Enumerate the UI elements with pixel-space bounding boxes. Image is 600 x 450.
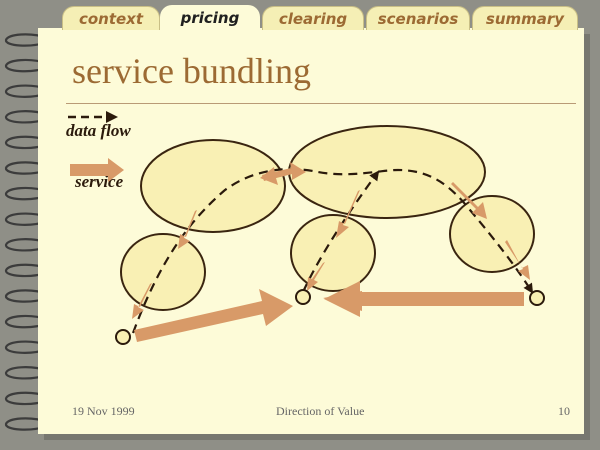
binding-ring [4, 314, 49, 329]
service-node-ellipse [449, 195, 535, 273]
binding-ring [4, 289, 49, 303]
tab-clearing[interactable]: clearing [262, 6, 364, 30]
endpoint-node [295, 289, 311, 305]
footer-date: 19 Nov 1999 [72, 404, 135, 418]
service-arrow [178, 210, 197, 249]
tab-scenarios[interactable]: scenarios [366, 6, 470, 30]
legend-data-flow-label: data flow [66, 121, 131, 140]
binding-ring [4, 33, 49, 47]
service-arrow [307, 262, 325, 291]
endpoint-node [529, 290, 545, 306]
data-flow-arrow [302, 170, 380, 293]
page-title: service bundling [72, 51, 311, 91]
legend-data-flow-arrow [68, 111, 118, 123]
service-node-ellipse [120, 233, 206, 311]
binding-ring [4, 391, 49, 406]
service-arrow [134, 289, 293, 342]
binding-ring [4, 417, 49, 431]
binding-ring [4, 238, 49, 252]
legend-service-arrow [70, 158, 124, 182]
endpoint-node [115, 329, 131, 345]
service-arrow [324, 281, 524, 317]
service-arrow [505, 240, 530, 280]
binding-ring [4, 84, 49, 98]
tab-pricing[interactable]: pricing [160, 5, 260, 31]
service-node-ellipse [290, 214, 376, 292]
service-arrow [451, 182, 487, 219]
tab-summary[interactable]: summary [472, 6, 578, 30]
tab-context[interactable]: context [62, 6, 160, 30]
binding-ring [4, 135, 49, 150]
footer-title: Direction of Value [276, 404, 365, 418]
binding-ring [4, 212, 49, 226]
binding-ring [4, 340, 49, 354]
tab-bar: context pricing clearing scenarios summa… [0, 0, 600, 34]
binding-ring [4, 366, 49, 380]
service-arrow [262, 162, 306, 181]
binding-ring [4, 186, 49, 201]
service-node-ellipse [288, 125, 486, 219]
service-arrow [336, 190, 360, 238]
footer-page-number: 10 [558, 404, 570, 418]
service-node-ellipse [140, 139, 286, 233]
service-arrow [132, 283, 152, 319]
binding-ring [4, 161, 49, 175]
binding-ring [4, 58, 49, 73]
binding-ring [4, 263, 49, 278]
binding-ring [4, 110, 49, 124]
title-divider [66, 103, 576, 104]
